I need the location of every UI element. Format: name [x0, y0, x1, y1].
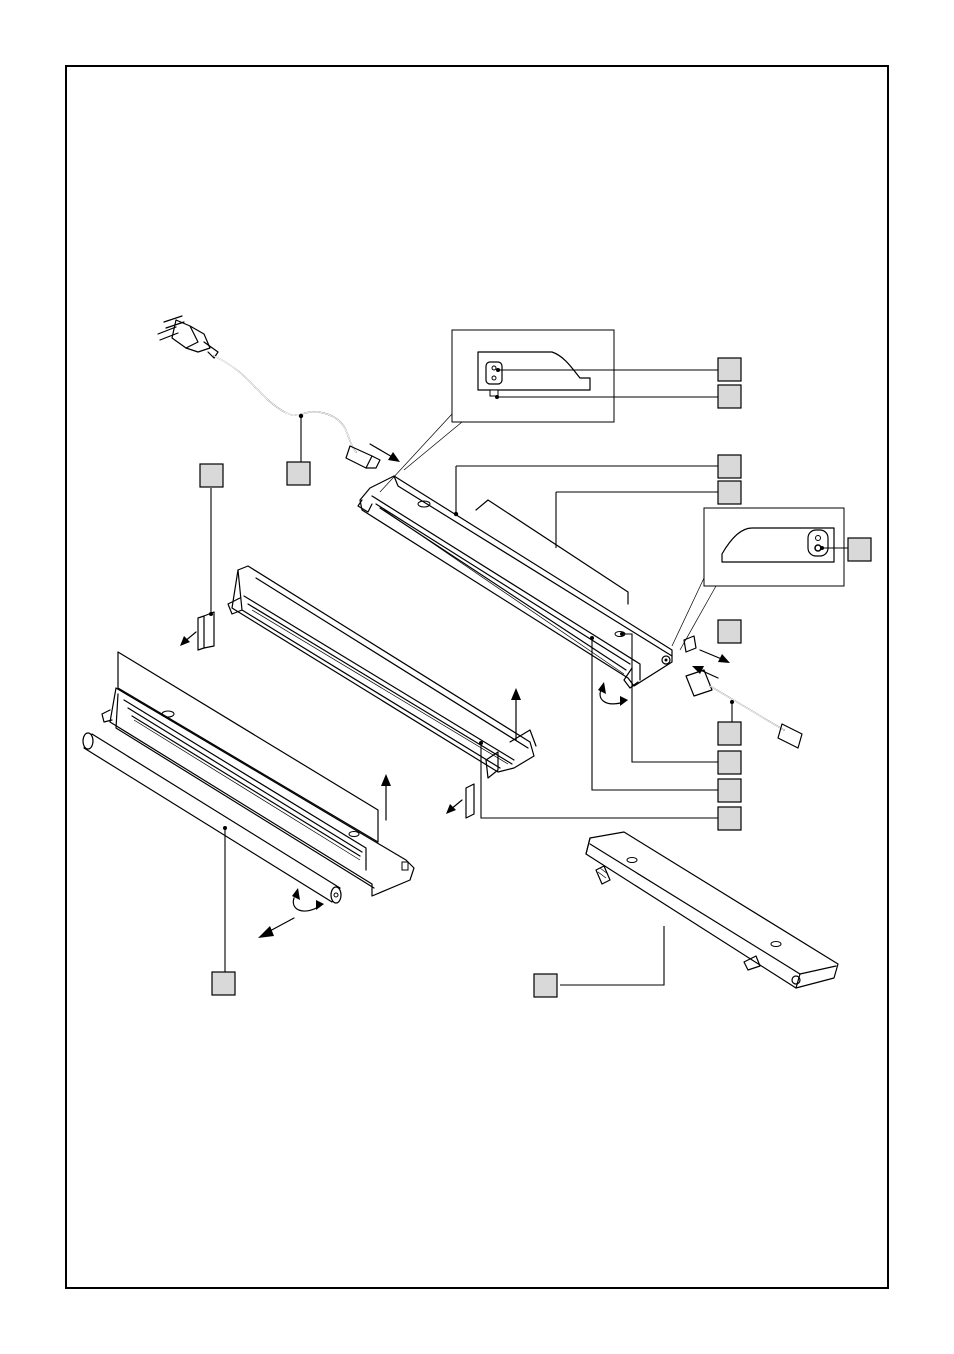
- callout-box: [717, 480, 742, 505]
- callout-box: [717, 721, 742, 746]
- arrow-icon: [381, 774, 391, 821]
- callout-box: [717, 357, 742, 382]
- callout-box: [533, 973, 558, 998]
- mounting-clip-right: [446, 783, 475, 819]
- callout-box: [717, 750, 742, 775]
- connector-icon: [345, 445, 381, 469]
- arrow-icon: [511, 688, 521, 741]
- callout-box: [847, 537, 872, 562]
- arrow-icon: [369, 443, 400, 462]
- callout-box: [286, 461, 311, 486]
- detail-inset-socket-right: [671, 507, 848, 651]
- callout-box: [199, 463, 224, 488]
- callout-box: [717, 454, 742, 479]
- lower-lamp-housing: [101, 687, 415, 897]
- callout-box: [717, 619, 742, 644]
- mounting-clip-left: [180, 488, 215, 651]
- callout-box: [211, 971, 236, 996]
- callout-box: [717, 778, 742, 803]
- rotate-arrow-icon: [598, 682, 628, 706]
- diffuser-cover: [117, 651, 391, 843]
- upper-lamp-housing: [357, 465, 718, 791]
- callout-labels: [199, 357, 872, 998]
- callout-box: [717, 806, 742, 831]
- callout-box: [717, 384, 742, 409]
- arrow-icon: [258, 917, 295, 938]
- detail-inset-socket: [379, 329, 718, 493]
- plug-icon: [157, 315, 219, 359]
- rotate-arrow-icon: [292, 888, 324, 912]
- assembled-lamp: [560, 831, 839, 989]
- middle-lamp-housing: [227, 565, 718, 819]
- power-cord-with-plug: [157, 315, 400, 469]
- page-frame: [65, 65, 889, 1289]
- fluorescent-tube: [82, 732, 342, 972]
- link-cable: [683, 635, 803, 749]
